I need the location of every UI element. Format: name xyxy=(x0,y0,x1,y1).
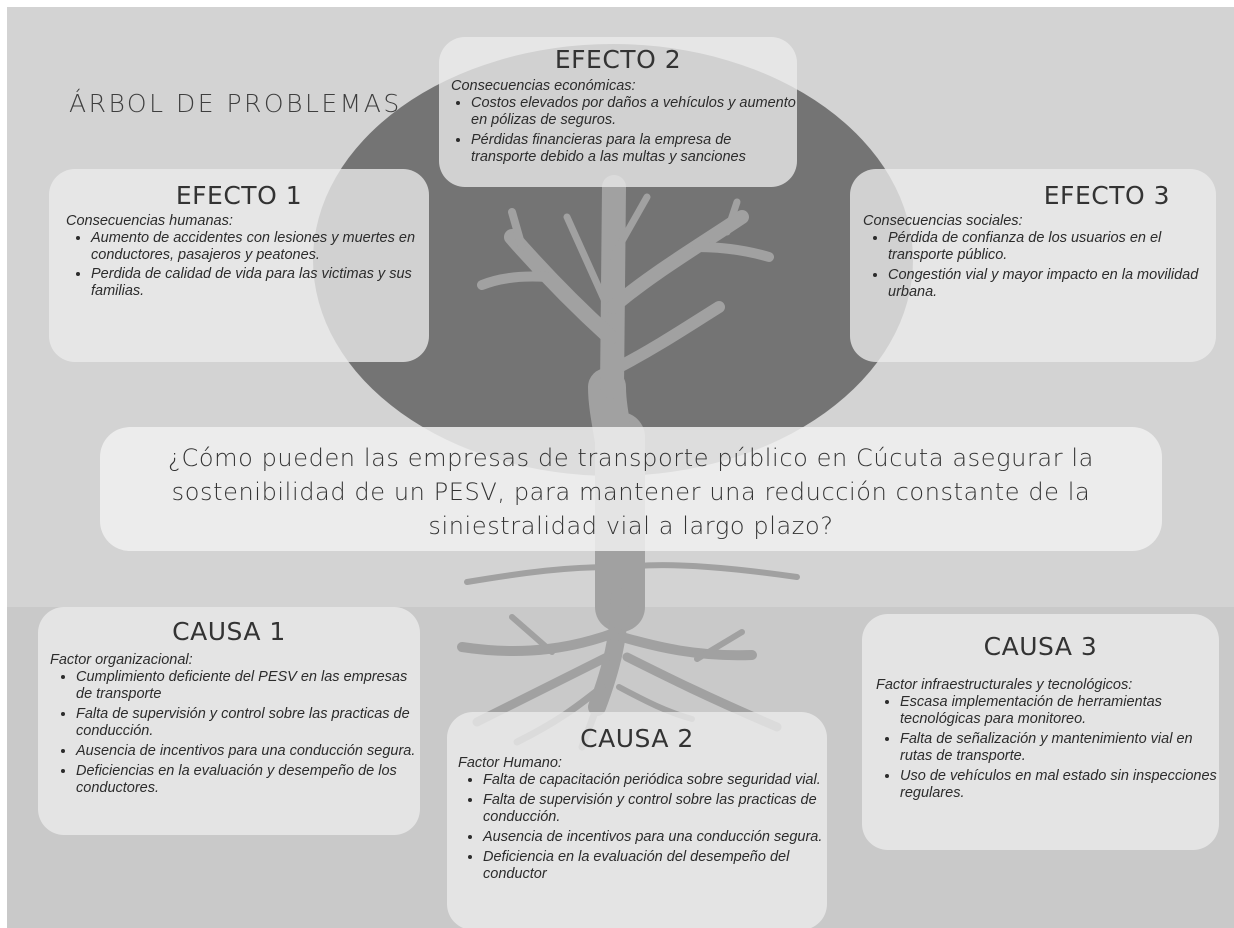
effect-2-card: EFECTO 2 Consecuencias económicas: Costo… xyxy=(439,37,797,187)
list-item: Deficiencia en la evaluación del desempe… xyxy=(483,849,827,883)
cause-1-subtitle: Factor organizacional: xyxy=(50,652,193,668)
effect-1-heading: EFECTO 1 xyxy=(175,181,303,210)
cause-2-card: CAUSA 2 Factor Humano: Falta de capacita… xyxy=(447,712,827,928)
cause-3-list: Escasa implementación de herramientas te… xyxy=(862,694,1219,802)
list-item: Congestión vial y mayor impacto en la mo… xyxy=(888,267,1216,301)
list-item: Escasa implementación de herramientas te… xyxy=(900,694,1219,728)
list-item: Falta de capacitación periódica sobre se… xyxy=(483,772,827,789)
cause-2-subtitle: Factor Humano: xyxy=(458,755,562,771)
cause-2-heading: CAUSA 2 xyxy=(580,724,694,753)
question-line-1: ¿Cómo pueden las empresas de transporte … xyxy=(168,444,1094,472)
list-item: Falta de señalización y mantenimiento vi… xyxy=(900,731,1219,765)
effect-1-subtitle: Consecuencias humanas: xyxy=(66,213,233,229)
effect-3-subtitle: Consecuencias sociales: xyxy=(863,213,1023,229)
list-item: Deficiencias en la evaluación y desempeñ… xyxy=(76,763,420,797)
list-item: Falta de supervisión y control sobre las… xyxy=(483,792,827,826)
effect-3-card: EFECTO 3 Consecuencias sociales: Pérdida… xyxy=(850,169,1216,362)
effect-3-heading: EFECTO 3 xyxy=(1043,181,1170,210)
effect-2-heading: EFECTO 2 xyxy=(554,45,682,74)
cause-1-list: Cumplimiento deficiente del PESV en las … xyxy=(38,669,420,797)
effect-1-card: EFECTO 1 Consecuencias humanas: Aumento … xyxy=(49,169,429,362)
list-item: Cumplimiento deficiente del PESV en las … xyxy=(76,669,420,703)
cause-3-card: CAUSA 3 Factor infraestructurales y tecn… xyxy=(862,614,1219,850)
question-line-3: siniestralidad vial a largo plazo? xyxy=(428,512,834,540)
list-item: Costos elevados por daños a vehículos y … xyxy=(471,95,797,129)
cause-2-list: Falta de capacitación periódica sobre se… xyxy=(447,772,827,883)
cause-3-heading: CAUSA 3 xyxy=(983,632,1098,661)
effect-2-subtitle: Consecuencias económicas: xyxy=(451,78,636,94)
cause-1-card: CAUSA 1 Factor organizacional: Cumplimie… xyxy=(38,607,420,835)
central-question: ¿Cómo pueden las empresas de transporte … xyxy=(100,427,1162,543)
cause-3-subtitle: Factor infraestructurales y tecnológicos… xyxy=(876,677,1133,693)
list-item: Falta de supervisión y control sobre las… xyxy=(76,706,420,740)
list-item: Pérdida de confianza de los usuarios en … xyxy=(888,230,1216,264)
question-line-2: sostenibilidad de un PESV, para mantener… xyxy=(171,478,1091,506)
effect-1-list: Aumento de accidentes con lesiones y mue… xyxy=(49,230,429,300)
list-item: Ausencia de incentivos para una conducci… xyxy=(76,743,420,760)
cause-1-heading: CAUSA 1 xyxy=(172,617,286,646)
effect-3-list: Pérdida de confianza de los usuarios en … xyxy=(850,230,1216,301)
central-question-card: ¿Cómo pueden las empresas de transporte … xyxy=(100,427,1162,551)
effect-2-list: Costos elevados por daños a vehículos y … xyxy=(439,95,797,166)
diagram-canvas: ÁRBOL DE PROBLEMAS EFECTO 2 Consecuencia… xyxy=(7,7,1234,928)
list-item: Perdida de calidad de vida para las vict… xyxy=(91,266,429,300)
diagram-title: ÁRBOL DE PROBLEMAS xyxy=(69,89,402,118)
list-item: Ausencia de incentivos para una conducci… xyxy=(483,829,827,846)
list-item: Aumento de accidentes con lesiones y mue… xyxy=(91,230,429,264)
list-item: Pérdidas financieras para la empresa de … xyxy=(471,132,797,166)
list-item: Uso de vehículos en mal estado sin inspe… xyxy=(900,768,1219,802)
